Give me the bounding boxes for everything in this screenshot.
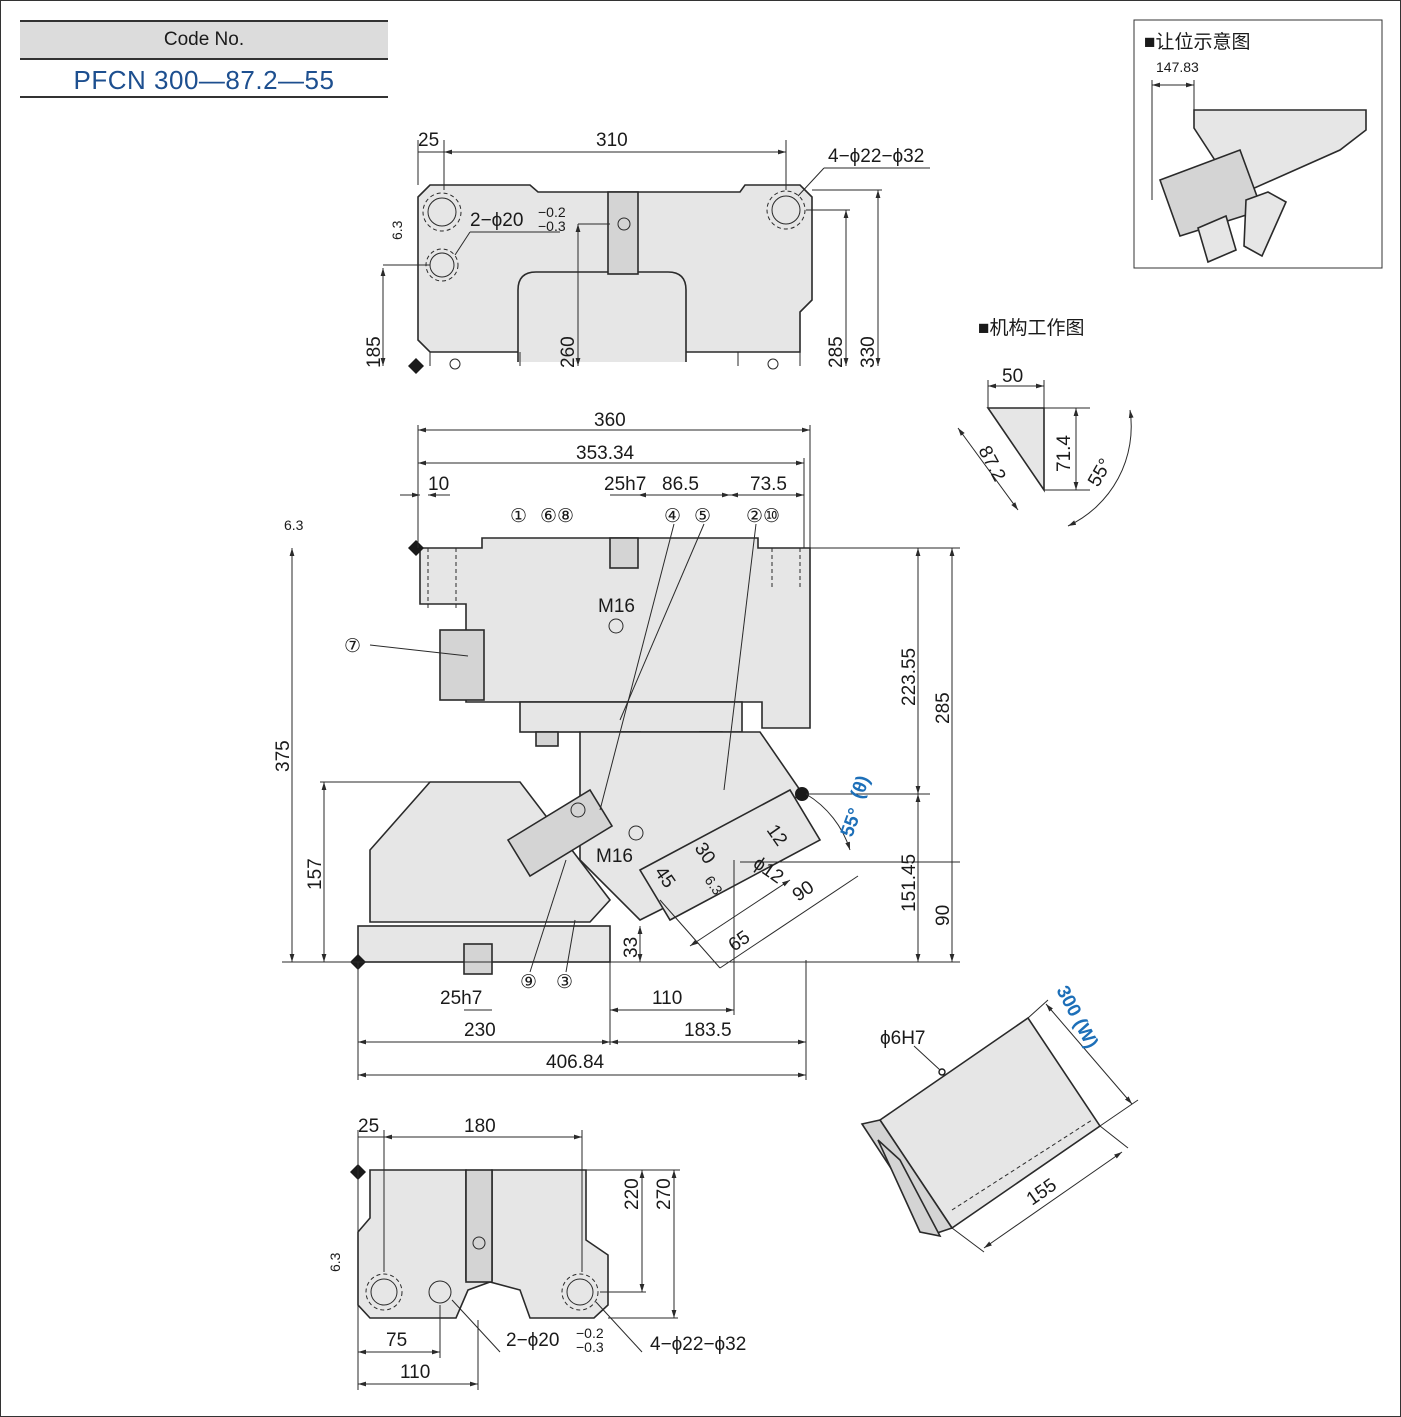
code-number-header: Code No.	[20, 20, 388, 60]
iso-width-label: 300 (W)	[1052, 982, 1102, 1052]
dim-front-90: 90	[933, 905, 954, 926]
top-view-slot	[517, 271, 687, 362]
dim-bottom-holes-a: 2−ϕ20	[506, 1330, 559, 1351]
dim-top-285: 285	[826, 336, 847, 368]
callout-1: ①	[510, 506, 527, 527]
datum-marker	[408, 358, 424, 374]
dim-top-330: 330	[858, 336, 879, 368]
clearance-dim: 147.83	[1156, 59, 1199, 75]
cam-guide-4	[506, 788, 614, 878]
clearance-title: ■让位示意图	[1144, 31, 1250, 53]
dim-top-25: 25	[418, 130, 439, 151]
top-view-key	[607, 191, 639, 275]
front-view: 360 353.34 10 25h7 86.5 73.5 6.3 M16 M16…	[273, 410, 960, 1080]
dim-front-285: 285	[933, 692, 954, 724]
upper-key	[609, 537, 639, 569]
mechanism-diagram: ■机构工作图 50 87.2 71.4 55°	[957, 317, 1134, 527]
callout-5: ⑤	[694, 506, 711, 527]
dim-front-157: 157	[305, 858, 326, 890]
dim-front-65: 65	[725, 927, 754, 956]
bottom-view-key	[465, 1169, 493, 1283]
dim-front-86-5: 86.5	[662, 474, 699, 495]
dim-front-25h7-bottom: 25h7	[440, 988, 482, 1009]
top-hole-1	[427, 197, 457, 227]
dim-bottom-roughness: 6.3	[327, 1252, 343, 1272]
callout-3: ③	[556, 972, 573, 993]
dim-front-353: 353.34	[576, 443, 635, 464]
dim-front-33: 33	[621, 937, 642, 958]
mechanism-dim-87-2: 87.2	[974, 442, 1010, 485]
mechanism-dim-71-4: 71.4	[1054, 435, 1075, 472]
iso-view: ϕ6H7 300 (W) 155	[860, 982, 1139, 1253]
iso-hole-label: ϕ6H7	[880, 1028, 926, 1049]
dim-front-183-5: 183.5	[684, 1020, 732, 1041]
callout-6-8: ⑥⑧	[540, 506, 574, 527]
dim-front-25h7-top: 25h7	[604, 474, 646, 495]
dim-bottom-holes-b: 4−ϕ22−ϕ32	[650, 1334, 746, 1355]
dim-bottom-270: 270	[654, 1178, 675, 1210]
dim-front-90-slant: 90	[789, 877, 818, 906]
dim-front-406-84: 406.84	[546, 1052, 605, 1073]
bottom-hole-2	[428, 1280, 452, 1304]
dim-bottom-tol-lower: −0.3	[576, 1339, 604, 1355]
dim-front-roughness-top: 6.3	[284, 517, 304, 533]
dim-top-185: 185	[364, 336, 385, 368]
bottom-hole-1	[370, 1278, 398, 1306]
label-m16-lower: M16	[596, 846, 633, 867]
iso-pin-hole	[938, 1068, 946, 1076]
mechanism-title: ■机构工作图	[978, 317, 1084, 339]
plate-5	[519, 701, 743, 733]
clearance-diagram: ■让位示意图 147.83	[1133, 19, 1383, 269]
dim-bottom-110: 110	[400, 1362, 430, 1383]
code-number-value: PFCN 300—87.2—55	[20, 60, 388, 98]
top-view-screw	[617, 217, 631, 231]
dim-top-holes-b: 2−ϕ20	[470, 210, 523, 231]
callout-9: ⑨	[520, 972, 537, 993]
callout-4: ④	[664, 506, 681, 527]
dim-front-110: 110	[652, 988, 682, 1009]
pivot-center	[795, 787, 809, 801]
dim-top-260: 260	[558, 336, 579, 368]
code-number-box: Code No. PFCN 300—87.2—55	[20, 20, 388, 98]
bottom-view: 25 180 220 270 6.3 75 110 2−ϕ20 −0.2 −0.…	[327, 1116, 746, 1390]
angle-55-label: 55°	[837, 806, 867, 840]
dim-front-360: 360	[594, 410, 626, 431]
callout-2-10: ②⑩	[746, 506, 780, 527]
part-7-block	[439, 629, 485, 701]
mechanism-angle-55: 55°	[1084, 455, 1117, 490]
dim-top-tol-upper: −0.2	[538, 204, 566, 220]
angle-theta-label: (θ)	[847, 773, 875, 802]
dim-bottom-25: 25	[358, 1116, 379, 1137]
dim-top-holes-a: 4−ϕ22−ϕ32	[828, 146, 924, 167]
dim-bottom-75: 75	[386, 1330, 407, 1351]
callout-7: ⑦	[344, 636, 361, 657]
label-m16-upper: M16	[598, 596, 635, 617]
m16-hole-upper	[608, 618, 624, 634]
iso-depth-155: 155	[1023, 1175, 1061, 1210]
dim-front-10: 10	[428, 474, 449, 495]
top-hole-3	[771, 195, 801, 225]
dim-bottom-180: 180	[464, 1116, 496, 1137]
dim-front-230: 230	[464, 1020, 496, 1041]
dim-front-151-45: 151.45	[899, 854, 920, 912]
bottom-hole-3	[566, 1278, 594, 1306]
dim-front-223-55: 223.55	[899, 648, 920, 706]
dim-front-375: 375	[273, 740, 294, 772]
dim-front-73-5: 73.5	[750, 474, 787, 495]
cam-slide	[638, 788, 822, 922]
dim-top-tol-lower: −0.3	[538, 218, 566, 234]
lower-key	[463, 943, 493, 975]
dim-top-310: 310	[596, 130, 628, 151]
dim-top-roughness: 6.3	[389, 220, 405, 240]
dim-bottom-220: 220	[622, 1178, 643, 1210]
lower-die-body	[369, 781, 612, 923]
mechanism-dim-50: 50	[1002, 366, 1023, 387]
top-view: 25 310 4−ϕ22−ϕ32 2−ϕ20 −0.2 −0.3 6.3 185…	[364, 130, 930, 374]
dim-bottom-tol-upper: −0.2	[576, 1325, 604, 1341]
